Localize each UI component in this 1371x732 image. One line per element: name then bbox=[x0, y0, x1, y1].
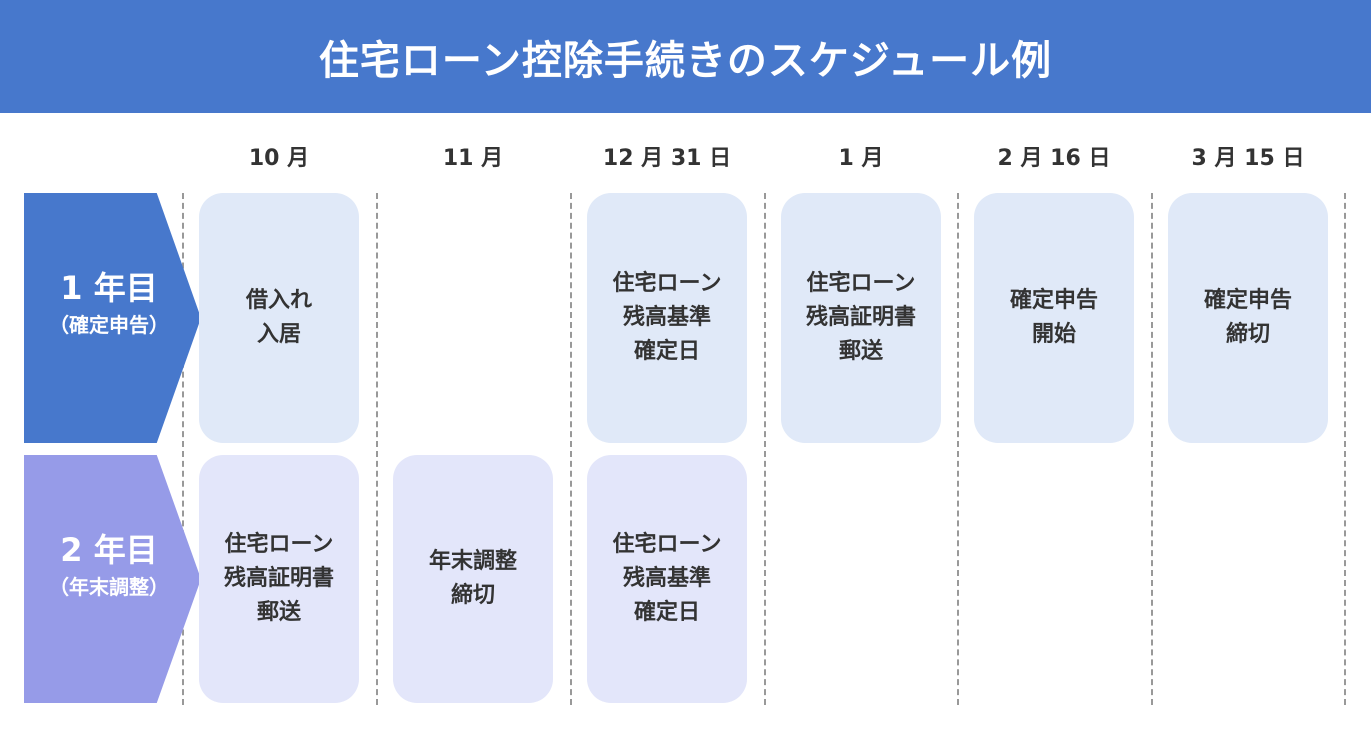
page-title: 住宅ローン控除手続きのスケジュール例 bbox=[0, 0, 1371, 113]
divider bbox=[764, 193, 766, 705]
column-label-jan: 1 月 bbox=[838, 146, 884, 171]
event-box: 住宅ローン 残高基準 確定日 bbox=[587, 455, 747, 703]
row-label-sub: （確定申告） bbox=[49, 313, 169, 337]
column-label-nov: 11 月 bbox=[442, 146, 504, 171]
event-box: 確定申告 締切 bbox=[1168, 193, 1328, 443]
divider bbox=[376, 193, 378, 705]
event-box: 借入れ 入居 bbox=[199, 193, 359, 443]
divider bbox=[570, 193, 572, 705]
event-box: 住宅ローン 残高証明書 郵送 bbox=[781, 193, 941, 443]
row-label-year1: 1 年目 （確定申告） bbox=[24, 193, 201, 443]
row-label-sub: （年末調整） bbox=[49, 575, 169, 599]
divider bbox=[182, 193, 184, 705]
divider bbox=[1151, 193, 1153, 705]
event-box: 住宅ローン 残高基準 確定日 bbox=[587, 193, 747, 443]
event-box: 確定申告 開始 bbox=[974, 193, 1134, 443]
row-label-title: 1 年目 bbox=[60, 269, 158, 307]
row-label-year2: 2 年目 （年末調整） bbox=[24, 455, 201, 703]
event-box: 住宅ローン 残高証明書 郵送 bbox=[199, 455, 359, 703]
column-label-oct: 10 月 bbox=[248, 146, 310, 171]
event-box: 年末調整 締切 bbox=[393, 455, 553, 703]
divider bbox=[957, 193, 959, 705]
row-label-title: 2 年目 bbox=[60, 531, 158, 569]
divider bbox=[1344, 193, 1346, 705]
column-label-dec31: 12 月 31 日 bbox=[602, 146, 732, 171]
column-label-feb16: 2 月 16 日 bbox=[997, 146, 1111, 171]
column-label-mar15: 3 月 15 日 bbox=[1191, 146, 1305, 171]
